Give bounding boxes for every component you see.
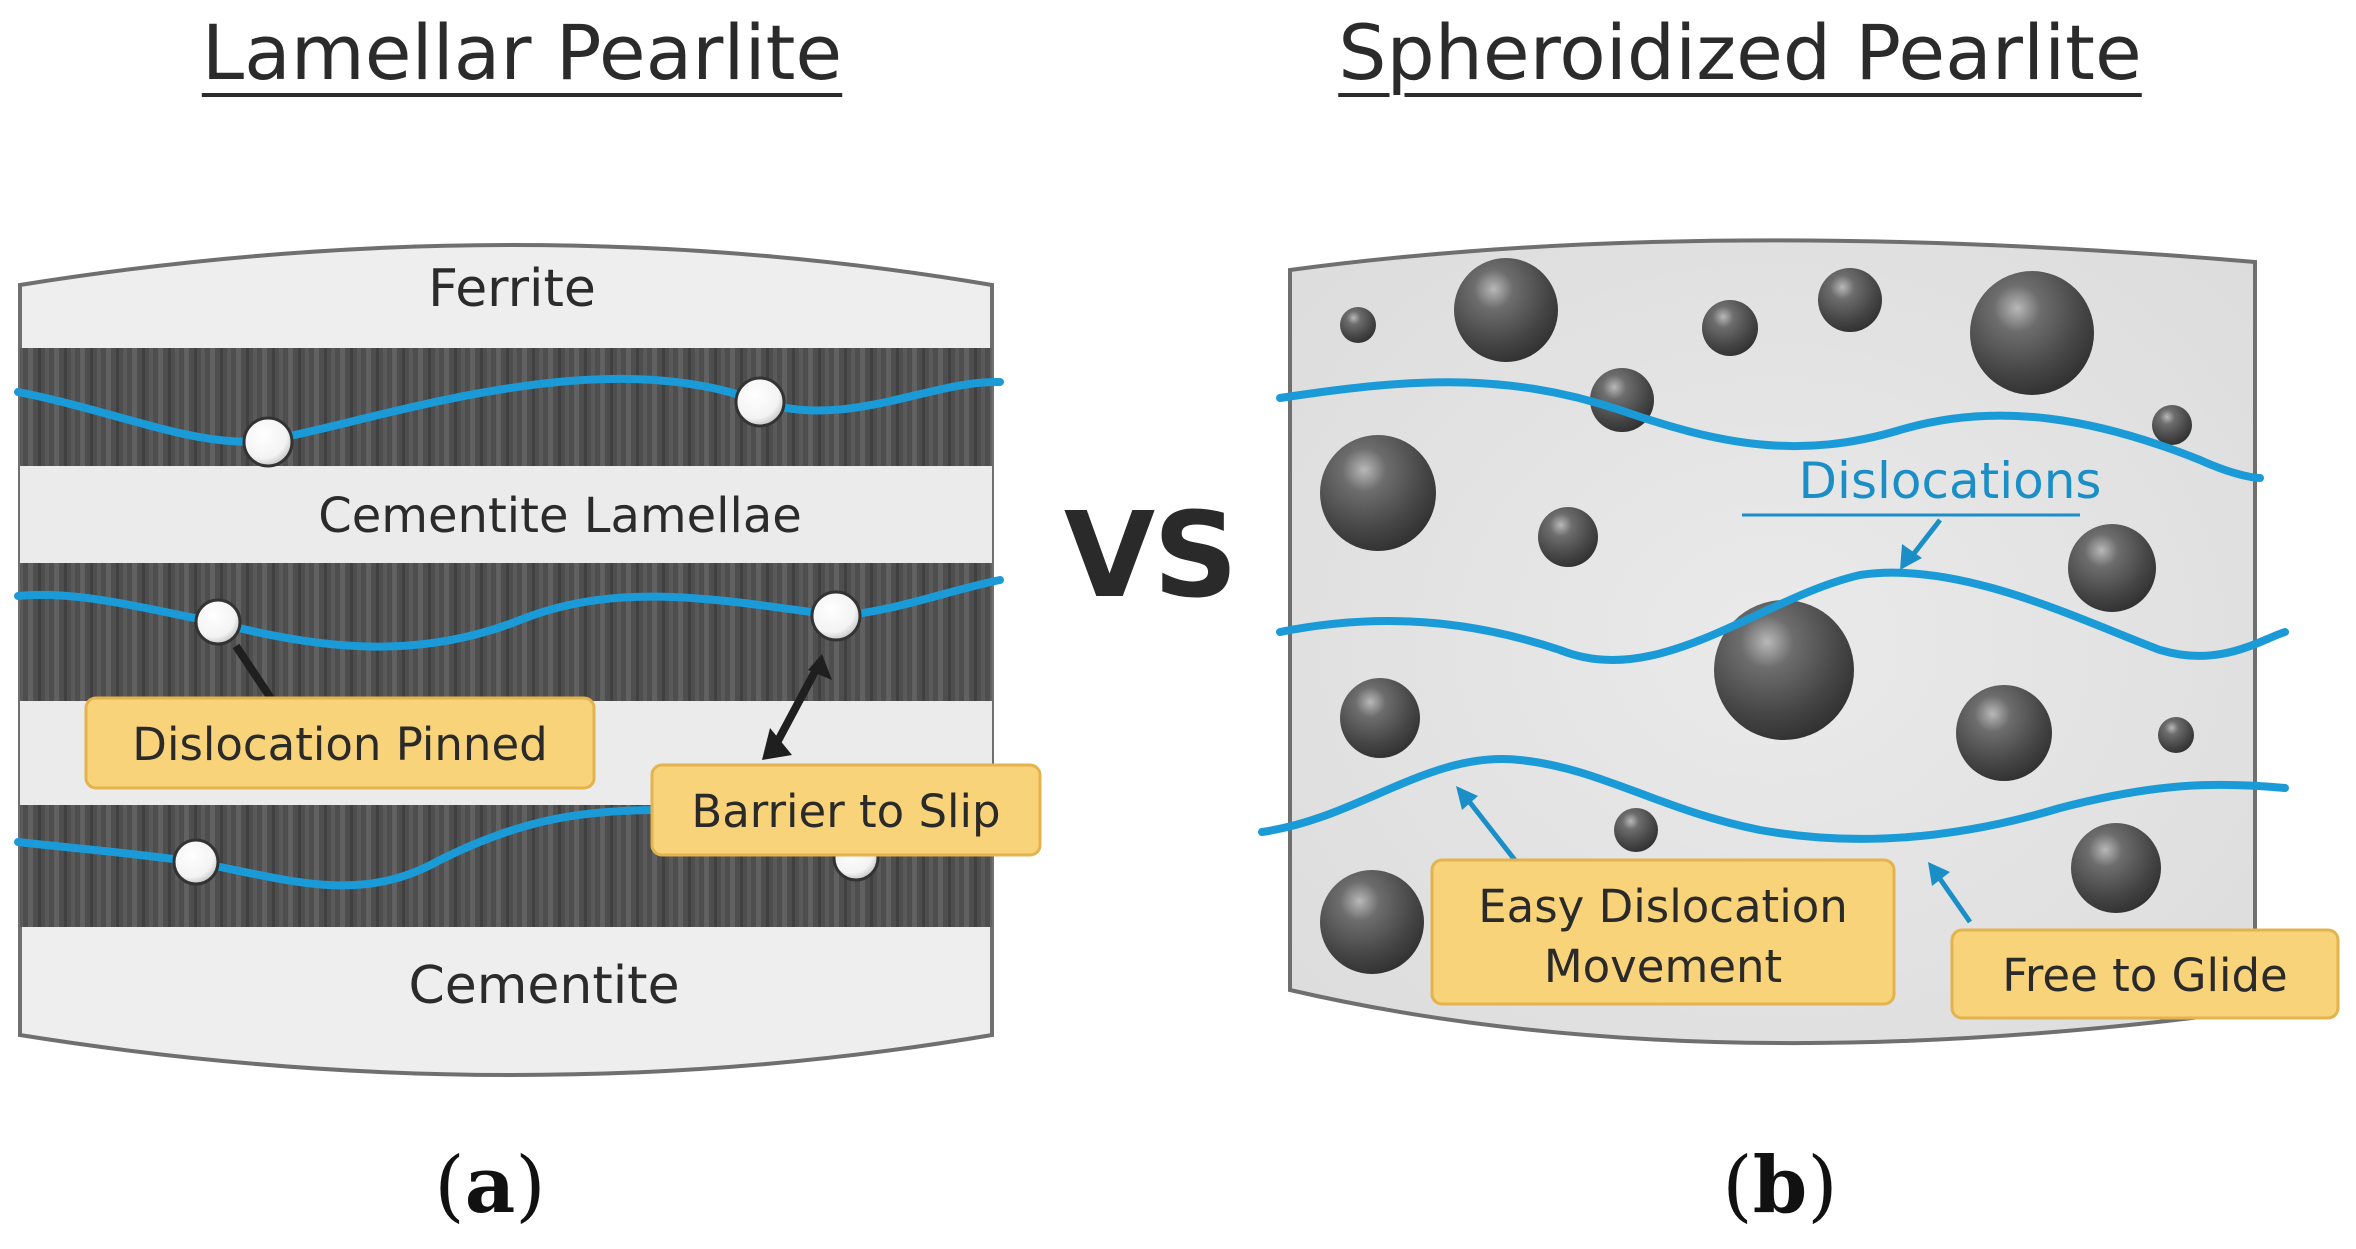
- dislocation-line-2: [1276, 568, 2289, 664]
- spheroid: [1614, 808, 1658, 852]
- cementite-lamellae-label: Cementite Lamellae: [318, 488, 802, 544]
- spheroidized-pearlite-diagram: Dislocations Easy Dislocation Movement F…: [1258, 238, 2340, 1046]
- spheroid: [1970, 271, 2094, 395]
- pinning-particle: [194, 598, 242, 646]
- dislocation-line-1: [14, 374, 1004, 446]
- arrowhead: [1900, 544, 1922, 570]
- easy-dislocation-text-line1: Easy Dislocation: [1478, 880, 1848, 933]
- dislocations-pointer: [1910, 518, 1942, 558]
- caption-b: (b): [1722, 1140, 1838, 1231]
- vs-label: VS: [1063, 486, 1238, 624]
- arrowhead: [762, 728, 792, 760]
- spheroid: [1702, 300, 1758, 356]
- cementite-label: Cementite: [408, 956, 679, 1016]
- ferrite-band-1: [20, 466, 992, 563]
- barrier-to-slip-callout: [650, 763, 1042, 857]
- pinning-particle: [810, 590, 862, 642]
- spheroid: [2071, 823, 2161, 913]
- easy-movement-pointer: [1466, 798, 1520, 866]
- arrowhead: [808, 654, 832, 680]
- lamellar-pearlite-diagram: Ferrite Cementite Lamellae Cementite Dis…: [14, 243, 1042, 1077]
- dislocation-line-2: [14, 576, 1004, 651]
- free-to-glide-text: Free to Glide: [2002, 949, 2287, 1002]
- spheroid: [2158, 717, 2194, 753]
- spheroid: [1340, 678, 1420, 758]
- dislocation-pinned-callout: [84, 696, 596, 790]
- arrowhead: [1456, 786, 1478, 810]
- spheroid: [1340, 307, 1376, 343]
- easy-dislocation-movement-callout: [1430, 858, 1896, 1006]
- dislocation-line-3: [14, 806, 664, 890]
- free-glide-pointer: [1935, 874, 1973, 924]
- dislocations-label: Dislocations: [1799, 452, 2102, 510]
- caption-a-letter: a: [464, 1140, 516, 1231]
- cementite-spheroids: [1320, 258, 2194, 974]
- spheroid: [1320, 435, 1436, 551]
- spheroid: [1818, 268, 1882, 332]
- spheroid: [2068, 524, 2156, 612]
- spheroid: [1538, 507, 1598, 567]
- barrier-to-slip-text: Barrier to Slip: [691, 785, 1000, 838]
- pinning-particle: [172, 838, 220, 886]
- pinned-pointer-arrow: [232, 643, 276, 703]
- spheroid: [1714, 600, 1854, 740]
- pinning-particle: [734, 376, 786, 428]
- easy-dislocation-text-line2: Movement: [1544, 940, 1782, 993]
- spheroid: [1454, 258, 1558, 362]
- spheroid: [2152, 405, 2192, 445]
- spheroid: [1956, 685, 2052, 781]
- ferrite-label: Ferrite: [428, 259, 596, 319]
- dislocation-line-1: [1276, 378, 2264, 482]
- dislocation-pinned-text: Dislocation Pinned: [132, 718, 547, 771]
- dislocation-line-3: [1258, 755, 2289, 843]
- pinning-particle: [242, 416, 294, 468]
- caption-a: (a): [434, 1140, 546, 1231]
- caption-b-letter: b: [1752, 1140, 1808, 1231]
- arrowhead: [1928, 862, 1950, 886]
- panel-a-title: Lamellar Pearlite: [201, 8, 843, 97]
- barrier-pointer-arrow: [768, 660, 824, 754]
- panel-b-title: Spheroidized Pearlite: [1338, 8, 2142, 97]
- spheroid: [1320, 870, 1424, 974]
- free-to-glide-callout: [1950, 928, 2340, 1020]
